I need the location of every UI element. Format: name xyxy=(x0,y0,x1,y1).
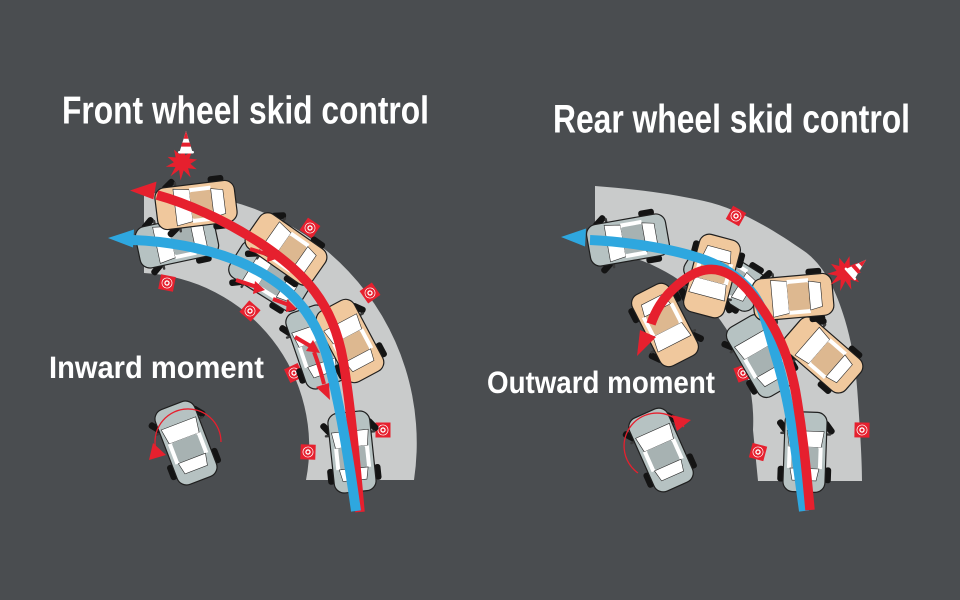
svg-text:Inward moment: Inward moment xyxy=(49,350,264,385)
svg-text:Outward moment: Outward moment xyxy=(487,365,715,400)
svg-text:Front wheel skid control: Front wheel skid control xyxy=(62,90,429,133)
svg-text:Rear wheel skid control: Rear wheel skid control xyxy=(553,98,910,142)
